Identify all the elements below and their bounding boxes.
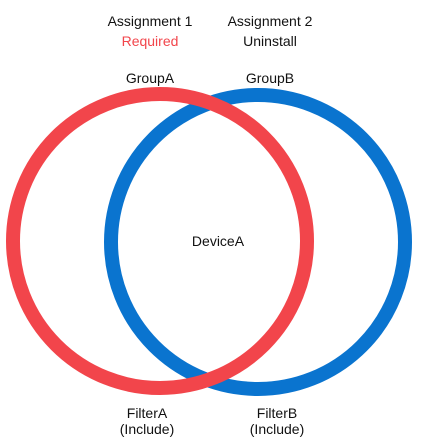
assignment-2-intent: Uninstall [243,33,297,49]
group-b-label: GroupB [245,70,295,86]
group-a-circle [6,87,314,395]
filter-a-mode: (Include) [119,421,175,437]
device-label: DeviceA [191,233,245,249]
filter-b-name: FilterB [256,405,298,421]
group-a-label: GroupA [125,70,175,86]
assignment-2-title: Assignment 2 [227,13,313,29]
assignment-1-intent: Required [121,33,179,49]
filter-a-name: FilterA [126,405,168,421]
filter-b-mode: (Include) [249,421,305,437]
group-b-circle [104,88,412,396]
assignment-1-title: Assignment 1 [107,13,193,29]
